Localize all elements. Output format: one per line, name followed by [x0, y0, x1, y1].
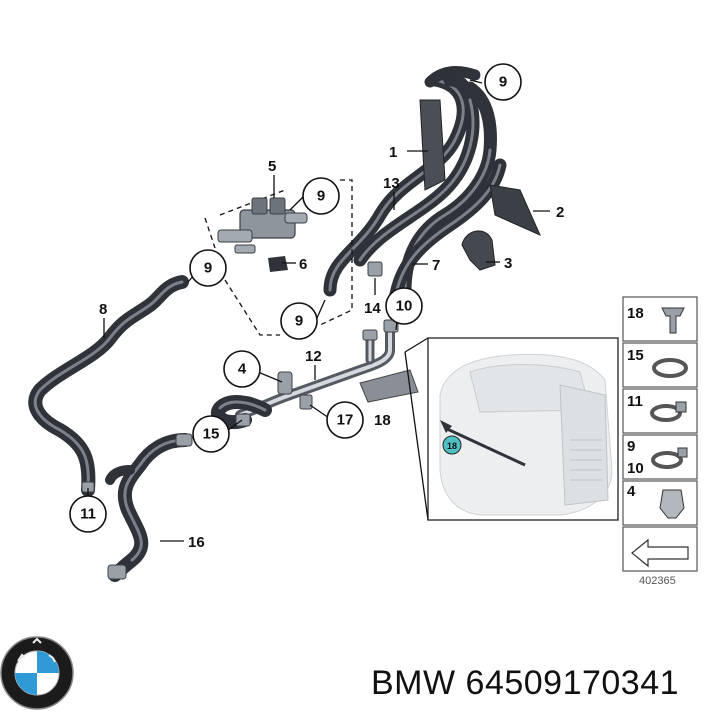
label-1: 1: [389, 144, 397, 161]
bracket-2: [489, 184, 541, 236]
clip-3: [461, 230, 496, 271]
callout-10: 10: [385, 287, 423, 325]
hose-bundle: [323, 66, 541, 307]
callout-15: 15: [192, 415, 230, 453]
label-8: 8: [99, 301, 107, 318]
inset-view: 18: [404, 337, 619, 521]
bmw-logo: [0, 636, 74, 710]
label-6: 6: [299, 256, 307, 273]
callout-4-text: 4: [238, 361, 247, 378]
callout-9-bottom: 9: [280, 302, 318, 340]
part-number-caption: BMW 64509170341: [371, 664, 680, 702]
hose-16: [81, 433, 193, 582]
clamp-icon-11: [650, 404, 682, 422]
callout-9-top: 9: [484, 63, 522, 101]
screw-icon: [661, 307, 685, 334]
label-3: 3: [504, 255, 512, 272]
label-18: 18: [374, 412, 391, 429]
connector-4: [277, 371, 293, 395]
legend-label-10: 10: [627, 460, 644, 477]
callout-9-valve-text: 9: [317, 188, 325, 205]
legend-label-9: 9: [627, 438, 635, 455]
connector-icon-4: [659, 489, 685, 519]
pad-18: [359, 369, 419, 403]
hose-8: [28, 275, 189, 497]
legend-label-18: 18: [627, 305, 644, 322]
callout-17: 17: [326, 401, 364, 439]
callout-15-text: 15: [203, 426, 220, 443]
callout-4: 4: [223, 350, 261, 388]
valve-assembly: [204, 189, 308, 272]
callout-17-text: 17: [337, 412, 354, 429]
bracket-1: [419, 99, 446, 191]
connector-17: [299, 394, 313, 410]
label-16: 16: [188, 534, 205, 551]
callout-11-text: 11: [80, 506, 96, 523]
callout-9-left: 9: [189, 249, 227, 287]
label-14: 14: [364, 300, 381, 317]
callout-9-bottom-text: 9: [295, 313, 303, 330]
part-6: [268, 256, 288, 272]
callout-11: 11: [69, 495, 107, 533]
clamp-icon-15: [652, 358, 688, 378]
inset-marker-text: 18: [447, 441, 457, 451]
legend-label-15: 15: [627, 347, 644, 364]
label-7: 7: [432, 257, 440, 274]
legend-panel: 18 15 11 9 10 4 402365: [622, 296, 698, 587]
legend-label-11: 11: [627, 393, 643, 410]
arrow-icon: [631, 538, 689, 568]
label-5: 5: [268, 158, 276, 175]
label-12: 12: [305, 348, 322, 365]
legend-label-4: 4: [627, 483, 636, 500]
hose-15: [211, 395, 272, 430]
clamp-icon-9: [651, 451, 683, 469]
label-13: 13: [383, 175, 400, 192]
callout-9-top-text: 9: [499, 74, 507, 91]
inset-marker: [442, 435, 462, 455]
diagram-number: 402365: [639, 575, 676, 587]
fitting-14: [367, 261, 383, 277]
callout-10-text: 10: [396, 298, 413, 315]
callout-9-valve: 9: [302, 177, 340, 215]
label-2: 2: [556, 204, 564, 221]
callout-9-left-text: 9: [204, 260, 212, 277]
